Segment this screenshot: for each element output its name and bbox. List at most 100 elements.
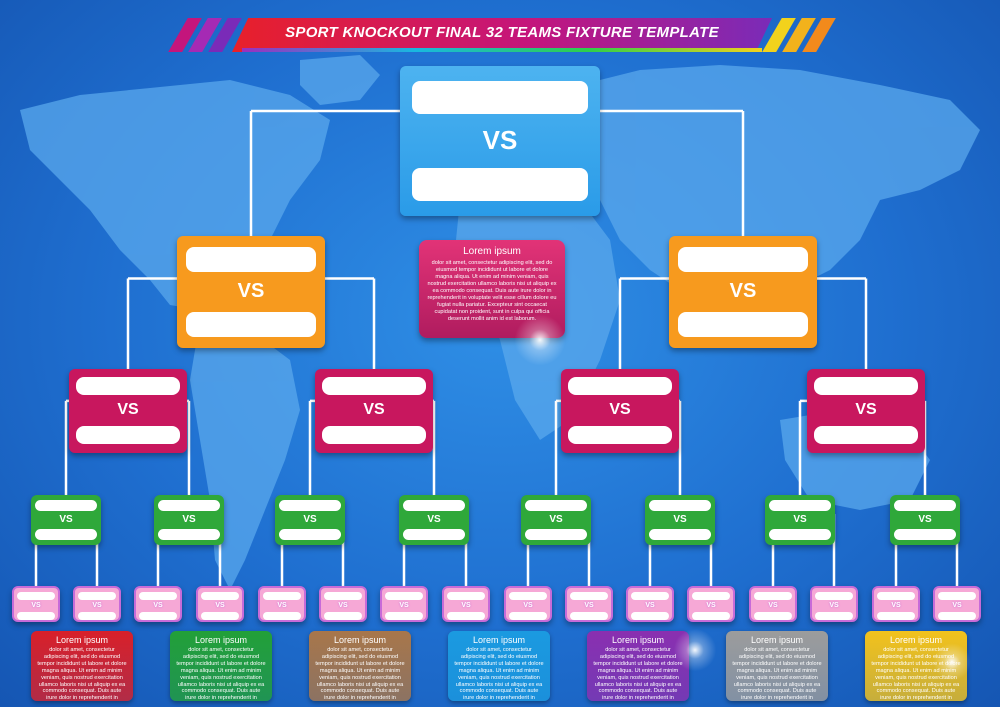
team-name-field[interactable] bbox=[262, 612, 302, 620]
team-name-field[interactable] bbox=[322, 377, 426, 395]
info-card-body: dolor sit amet, consectetur adipiscing e… bbox=[732, 647, 822, 701]
team-name-field[interactable] bbox=[508, 592, 548, 600]
team-name-field[interactable] bbox=[769, 500, 831, 511]
team-name-field[interactable] bbox=[630, 612, 670, 620]
team-name-field[interactable] bbox=[569, 612, 609, 620]
team-name-field[interactable] bbox=[814, 377, 918, 395]
team-name-field[interactable] bbox=[16, 612, 56, 620]
vs-label: VS bbox=[609, 401, 631, 419]
vs-label: VS bbox=[92, 601, 102, 609]
team-name-field[interactable] bbox=[322, 426, 426, 444]
team-name-field[interactable] bbox=[568, 426, 672, 444]
team-name-field[interactable] bbox=[279, 500, 341, 511]
team-name-field[interactable] bbox=[158, 500, 220, 511]
vs-label: VS bbox=[645, 601, 655, 609]
team-name-field[interactable] bbox=[753, 612, 793, 620]
round-of-32-match: VS bbox=[872, 586, 920, 622]
team-name-field[interactable] bbox=[649, 529, 711, 540]
final-match: VS bbox=[400, 66, 600, 216]
round-of-32-match: VS bbox=[380, 586, 428, 622]
team-name-field[interactable] bbox=[894, 529, 956, 540]
team-name-field[interactable] bbox=[185, 312, 317, 337]
team-name-field[interactable] bbox=[403, 500, 465, 511]
team-name-field[interactable] bbox=[508, 612, 548, 620]
team-name-field[interactable] bbox=[691, 592, 731, 600]
team-name-field[interactable] bbox=[158, 529, 220, 540]
team-name-field[interactable] bbox=[200, 592, 240, 600]
team-name-field[interactable] bbox=[138, 612, 178, 620]
title-banner-background bbox=[232, 18, 772, 52]
team-name-field[interactable] bbox=[412, 168, 588, 201]
team-name-field[interactable] bbox=[814, 592, 854, 600]
team-name-field[interactable] bbox=[649, 500, 711, 511]
vs-label: VS bbox=[277, 601, 287, 609]
round-of-32-match: VS bbox=[504, 586, 552, 622]
team-name-field[interactable] bbox=[323, 592, 363, 600]
team-name-field[interactable] bbox=[384, 612, 424, 620]
team-name-field[interactable] bbox=[814, 612, 854, 620]
team-name-field[interactable] bbox=[569, 592, 609, 600]
team-name-field[interactable] bbox=[525, 529, 587, 540]
team-name-field[interactable] bbox=[403, 529, 465, 540]
team-name-field[interactable] bbox=[814, 426, 918, 444]
team-name-field[interactable] bbox=[16, 592, 56, 600]
round-of-32-match: VS bbox=[565, 586, 613, 622]
team-name-field[interactable] bbox=[77, 612, 117, 620]
vs-label: VS bbox=[482, 125, 518, 156]
team-name-field[interactable] bbox=[185, 247, 317, 272]
vs-label: VS bbox=[153, 601, 163, 609]
vs-label: VS bbox=[237, 280, 265, 302]
round-of-16-match: VS bbox=[154, 495, 224, 545]
vs-label: VS bbox=[182, 514, 196, 525]
info-card-title: Lorem ipsum bbox=[333, 635, 387, 645]
round-of-32-match: VS bbox=[442, 586, 490, 622]
vs-label: VS bbox=[59, 514, 73, 525]
team-name-field[interactable] bbox=[200, 612, 240, 620]
team-name-field[interactable] bbox=[412, 81, 588, 114]
round-of-32-match: VS bbox=[134, 586, 182, 622]
info-card-title: Lorem ipsum bbox=[889, 635, 943, 645]
vs-label: VS bbox=[117, 401, 139, 419]
team-name-field[interactable] bbox=[76, 426, 180, 444]
team-name-field[interactable] bbox=[446, 592, 486, 600]
vs-label: VS bbox=[338, 601, 348, 609]
team-name-field[interactable] bbox=[691, 612, 731, 620]
team-name-field[interactable] bbox=[77, 592, 117, 600]
round-of-32-match: VS bbox=[749, 586, 797, 622]
team-name-field[interactable] bbox=[753, 592, 793, 600]
round-of-32-match: VS bbox=[626, 586, 674, 622]
team-name-field[interactable] bbox=[138, 592, 178, 600]
team-name-field[interactable] bbox=[262, 592, 302, 600]
team-name-field[interactable] bbox=[525, 500, 587, 511]
round-of-16-match: VS bbox=[399, 495, 469, 545]
team-name-field[interactable] bbox=[35, 500, 97, 511]
round-of-32-match: VS bbox=[73, 586, 121, 622]
vs-label: VS bbox=[673, 514, 687, 525]
round-of-32-match: VS bbox=[810, 586, 858, 622]
vs-label: VS bbox=[584, 601, 594, 609]
team-name-field[interactable] bbox=[630, 592, 670, 600]
team-name-field[interactable] bbox=[76, 377, 180, 395]
team-name-field[interactable] bbox=[769, 529, 831, 540]
info-card-body: dolor sit amet, consectetur adipiscing e… bbox=[454, 647, 544, 701]
team-name-field[interactable] bbox=[677, 247, 809, 272]
team-name-field[interactable] bbox=[279, 529, 341, 540]
team-name-field[interactable] bbox=[35, 529, 97, 540]
team-name-field[interactable] bbox=[937, 612, 977, 620]
round-of-32-match: VS bbox=[258, 586, 306, 622]
team-name-field[interactable] bbox=[876, 592, 916, 600]
quarter-final-match: VS bbox=[315, 369, 433, 453]
team-name-field[interactable] bbox=[384, 592, 424, 600]
team-name-field[interactable] bbox=[446, 612, 486, 620]
info-card-title: Lorem ipsum bbox=[194, 635, 248, 645]
team-name-field[interactable] bbox=[876, 612, 916, 620]
team-name-field[interactable] bbox=[568, 377, 672, 395]
team-name-field[interactable] bbox=[677, 312, 809, 337]
team-name-field[interactable] bbox=[323, 612, 363, 620]
team-name-field[interactable] bbox=[894, 500, 956, 511]
vs-label: VS bbox=[427, 514, 441, 525]
team-name-field[interactable] bbox=[937, 592, 977, 600]
